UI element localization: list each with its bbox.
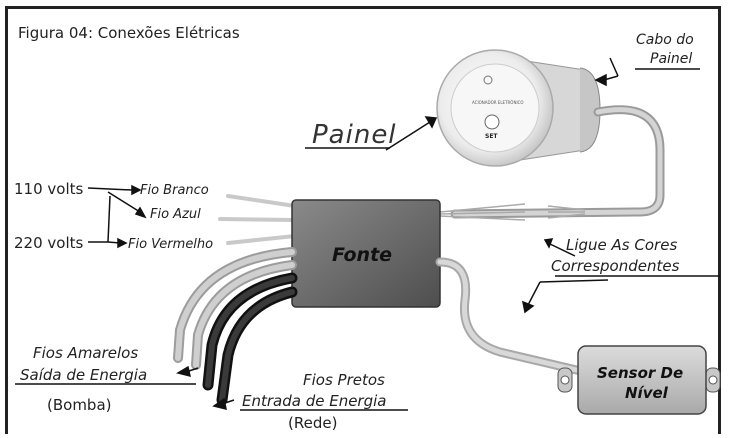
cable-label-line2: Painel [650, 51, 693, 67]
yellow-wires-line2: Saída de Energia [20, 366, 148, 384]
yellow-wires-note: (Bomba) [47, 396, 112, 414]
panel-device-text: ACIONADOR ELETRÔNICO [472, 100, 524, 105]
pointer-arrows [87, 57, 619, 411]
fonte-label: Fonte [332, 244, 393, 266]
sensor-label-line2: Nível [625, 384, 668, 402]
panel-cable-split [439, 203, 586, 221]
panel-brand: SET [485, 133, 498, 140]
panel-device: ACIONADOR ELETRÔNICO SET [436, 49, 601, 167]
output-wires [173, 247, 297, 370]
voltage-220-label: 220 volts [14, 234, 84, 252]
red-wire-label: Fio Vermelho [128, 237, 214, 252]
panel-label: Painel [312, 120, 397, 150]
black-wires-line2: Entrada de Energia [242, 392, 387, 410]
black-wires-note: (Rede) [288, 414, 338, 432]
instruction-line1: Ligue As Cores [566, 236, 678, 254]
sensor-label-line1: Sensor De [597, 364, 684, 382]
black-wires [202, 272, 298, 406]
instruction-line2: Correspondentes [551, 257, 680, 275]
figure-frame [5, 6, 721, 434]
black-wires-line1: Fios Pretos [303, 371, 385, 389]
blue-wire-label: Fio Azul [150, 207, 201, 222]
label-underlines [15, 68, 720, 411]
white-wire-label: Fio Branco [140, 183, 209, 198]
input-wires [218, 194, 297, 245]
cable-label-line1: Cabo do [636, 32, 694, 48]
sensor-box [557, 345, 721, 415]
voltage-110-label: 110 volts [14, 180, 84, 198]
figure-title: Figura 04: Conexões Elétricas [18, 24, 240, 42]
yellow-wires-line1: Fios Amarelos [33, 344, 139, 362]
